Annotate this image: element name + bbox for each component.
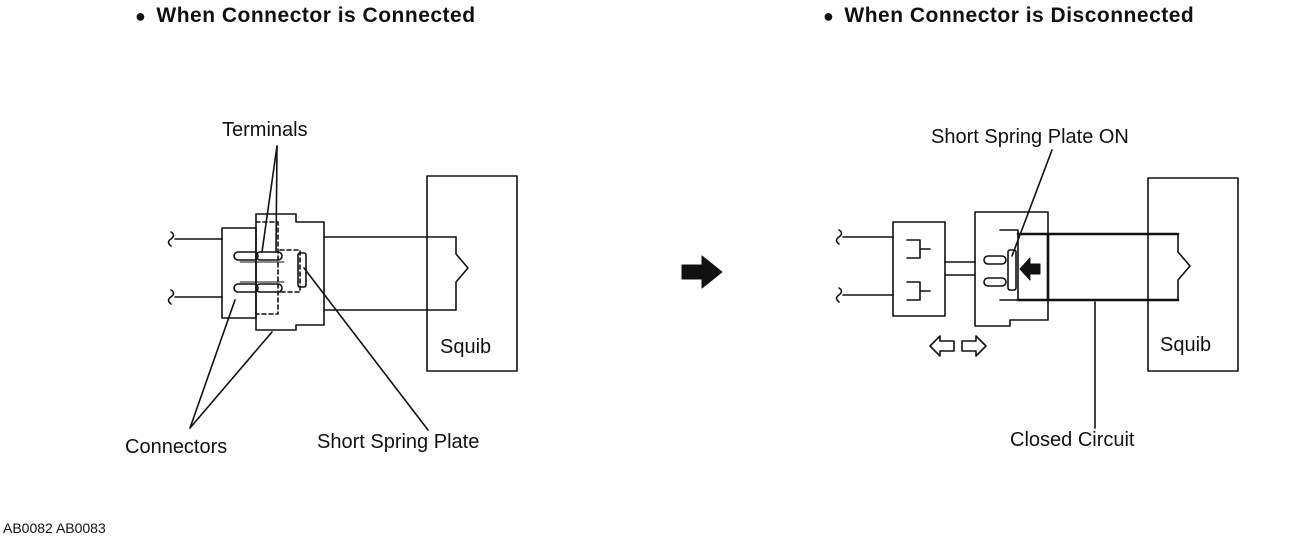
spring-housing-dashed [279,249,301,293]
label-closed-circuit: Closed Circuit [1010,429,1135,451]
spring-housing [999,229,1019,301]
heading-connected-text: When Connector is Connected [156,4,476,27]
leader-short-spring-plate-on [1011,149,1053,257]
terminal-pin-bottom [983,277,1007,287]
short-spring-plate-on [1007,249,1017,291]
latch-slot-top [906,239,921,259]
wire-squiggle-bottom [167,289,175,305]
bullet-icon: ● [823,6,835,26]
hollow-right-arrow-icon [961,335,987,357]
detached-connector [892,221,946,317]
label-short-spring-plate: Short Spring Plate [317,431,480,453]
leader-connectors-2 [189,331,273,429]
connector-left-body [221,227,257,319]
terminal-pin-bottom-right [255,283,283,293]
terminal-pin-top [983,255,1007,265]
closed-circuit-wire [1016,232,1180,302]
squib-element-left [455,236,469,311]
label-squib-right: Squib [1160,334,1212,356]
hollow-left-arrow-icon [929,335,955,357]
label-squib-left: Squib [440,336,492,358]
connected-diagram [167,145,518,431]
wire-squiggle-top-right [835,229,843,245]
spring-pointer-arrow-icon [1019,257,1041,281]
wire-squiggle-bottom-right [835,287,843,303]
terminal-housing-dashed [255,221,279,315]
connector-right-body [255,213,325,331]
squib-box-right [1147,177,1239,372]
terminal-pin-bottom-left [233,283,259,293]
leader-terminals-1 [261,145,278,253]
connector-gap-stub [944,261,976,276]
squib-element-right [1177,233,1191,301]
wire-squiggle-top [167,231,175,247]
latch-slot-bottom [906,281,921,301]
figure-code: AB0082 AB0083 [3,520,106,536]
heading-disconnected-text: When Connector is Disconnected [844,4,1195,27]
label-terminals: Terminals [222,119,308,141]
connector-body-right [974,211,1049,327]
heading-disconnected: ● When Connector is Disconnected [823,4,1194,28]
terminal-pin-top-left [233,251,259,261]
squib-box-left [426,175,518,372]
leader-terminals-2 [275,145,278,253]
disconnected-diagram [835,149,1239,429]
solid-right-arrow-icon [681,255,723,289]
heading-connected: ● When Connector is Connected [135,4,476,28]
label-short-spring-plate-on: Short Spring Plate ON [931,126,1129,148]
leader-connectors-1 [189,299,236,429]
terminal-pin-top-right [255,251,283,261]
leader-short-spring-plate [303,267,429,431]
bullet-icon: ● [135,6,147,26]
label-connectors: Connectors [125,436,228,458]
